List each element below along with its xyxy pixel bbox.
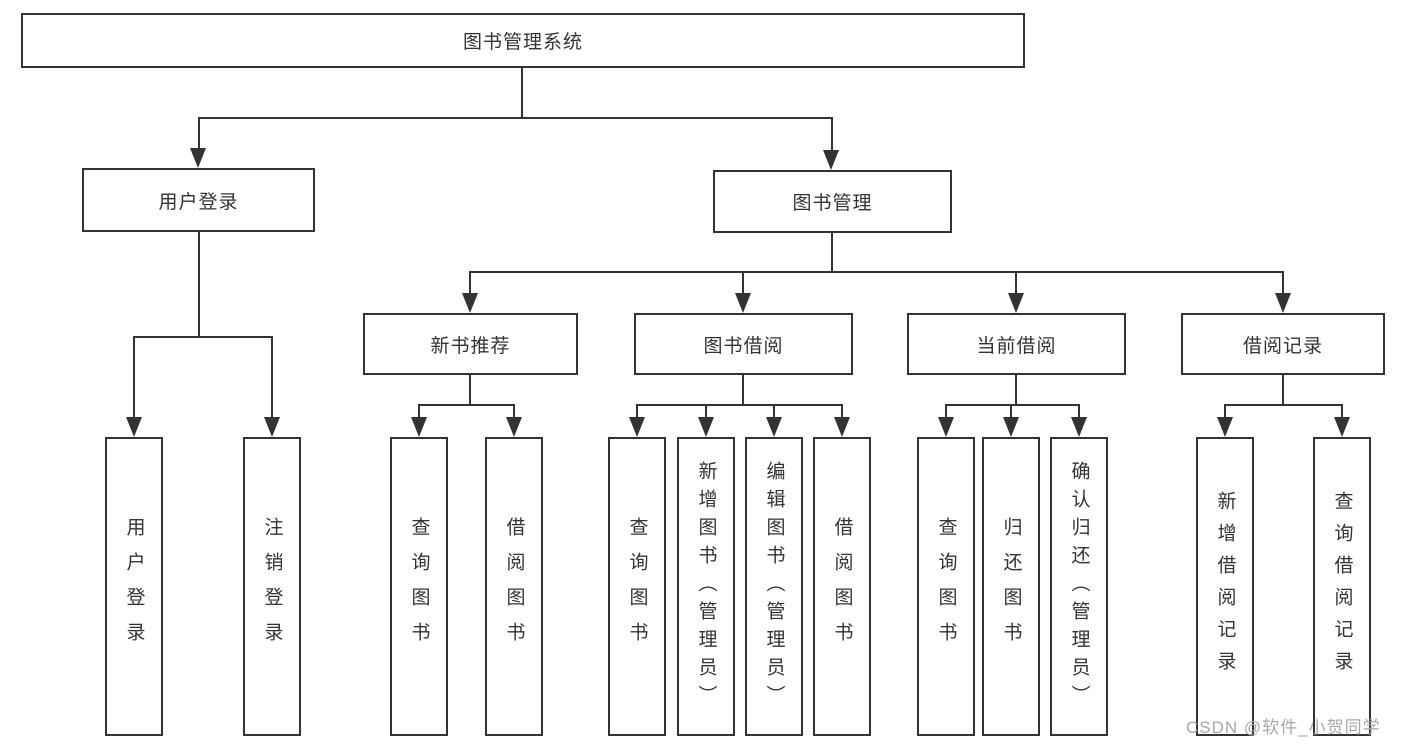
leaf-label: 查询借阅记录 — [1331, 490, 1353, 683]
connector-line — [418, 404, 420, 419]
connector-line — [133, 336, 135, 419]
arrow-down-icon — [1334, 417, 1350, 437]
leaf-add-borrow-record: 新增借阅记录 — [1196, 437, 1254, 736]
leaf-label: 查询图书 — [626, 516, 648, 657]
leaf-label: 查询图书 — [935, 516, 957, 657]
leaf-confirm-return-admin: 确认归还（管理员） — [1050, 437, 1108, 736]
connector-line — [636, 404, 843, 406]
arrow-down-icon — [1071, 417, 1087, 437]
watermark-text: CSDN @软件_小贺同学 — [1186, 718, 1381, 737]
connector-line — [1015, 375, 1017, 406]
connector-line — [945, 404, 947, 419]
connector-line — [1282, 375, 1284, 406]
connector-line — [198, 232, 200, 338]
connector-line — [469, 271, 1284, 273]
arrow-down-icon — [1217, 417, 1233, 437]
arrow-down-icon — [126, 417, 142, 437]
connector-line — [636, 404, 638, 419]
arrow-down-icon — [766, 417, 782, 437]
arrow-down-icon — [462, 293, 478, 313]
leaf-query-books: 查询图书 — [608, 437, 666, 736]
node-borrow-records: 借阅记录 — [1181, 313, 1385, 375]
leaf-borrow-books: 借阅图书 — [813, 437, 871, 736]
connector-line — [1078, 404, 1080, 419]
arrow-down-icon — [698, 417, 714, 437]
connector-line — [198, 117, 200, 150]
node-book-management: 图书管理 — [713, 170, 952, 233]
leaf-label: 用户登录 — [123, 516, 145, 657]
node-label: 图书借阅 — [703, 335, 784, 357]
leaf-label: 新增借阅记录 — [1214, 490, 1236, 683]
connector-line — [773, 404, 775, 419]
node-current-borrow: 当前借阅 — [907, 313, 1126, 375]
arrow-down-icon — [1008, 293, 1024, 313]
connector-line — [831, 233, 833, 273]
connector-line — [1015, 271, 1017, 295]
connector-line — [1341, 404, 1343, 419]
node-label: 用户登录 — [158, 191, 239, 213]
node-label: 借阅记录 — [1242, 335, 1323, 357]
leaf-edit-books-admin: 编辑图书（管理员） — [745, 437, 803, 736]
leaf-label: 借阅图书 — [503, 516, 525, 657]
arrow-down-icon — [1003, 417, 1019, 437]
connector-line — [469, 271, 471, 295]
arrow-down-icon — [823, 150, 839, 170]
connector-line — [1224, 404, 1343, 406]
leaf-query-books: 查询图书 — [390, 437, 448, 736]
arrow-down-icon — [629, 417, 645, 437]
node-label: 图书管理 — [792, 193, 873, 214]
leaf-label: 归还图书 — [1000, 516, 1022, 657]
connector-line — [198, 117, 833, 119]
connector-line — [133, 336, 273, 338]
leaf-label: 注销登录 — [261, 516, 283, 657]
node-label: 当前借阅 — [976, 335, 1057, 357]
node-label: 图书管理系统 — [462, 32, 583, 53]
arrow-down-icon — [1275, 293, 1291, 313]
leaf-query-books: 查询图书 — [917, 437, 975, 736]
node-library-management-system: 图书管理系统 — [21, 13, 1025, 68]
leaf-label: 编辑图书（管理员） — [763, 460, 785, 713]
arrow-down-icon — [411, 417, 427, 437]
connector-line — [271, 336, 273, 419]
leaf-label: 查询图书 — [408, 516, 430, 657]
node-label: 新书推荐 — [430, 335, 511, 357]
connector-line — [742, 375, 744, 406]
connector-line — [521, 68, 523, 118]
connector-line — [1282, 271, 1284, 295]
arrow-down-icon — [938, 417, 954, 437]
leaf-add-books-admin: 新增图书（管理员） — [677, 437, 735, 736]
arrow-down-icon — [264, 417, 280, 437]
arrow-down-icon — [735, 293, 751, 313]
connector-line — [513, 404, 515, 419]
leaf-query-borrow-record: 查询借阅记录 — [1313, 437, 1371, 736]
leaf-label: 新增图书（管理员） — [695, 460, 717, 713]
leaf-return-books: 归还图书 — [982, 437, 1040, 736]
leaf-label: 确认归还（管理员） — [1068, 460, 1090, 713]
node-book-borrow: 图书借阅 — [634, 313, 853, 375]
connector-line — [742, 271, 744, 295]
arrow-down-icon — [506, 417, 522, 437]
connector-line — [841, 404, 843, 419]
leaf-label: 借阅图书 — [831, 516, 853, 657]
arrow-down-icon — [834, 417, 850, 437]
arrow-down-icon — [190, 148, 206, 168]
connector-line — [831, 117, 833, 152]
connector-line — [418, 404, 515, 406]
connector-line — [469, 375, 471, 406]
node-new-book-recommend: 新书推荐 — [363, 313, 578, 375]
connector-line — [945, 404, 1079, 406]
leaf-logout: 注销登录 — [243, 437, 301, 736]
connector-line — [705, 404, 707, 419]
connector-line — [1224, 404, 1226, 419]
node-user-login: 用户登录 — [82, 168, 315, 232]
connector-line — [1010, 404, 1012, 419]
leaf-user-login: 用户登录 — [105, 437, 163, 736]
leaf-borrow-books: 借阅图书 — [485, 437, 543, 736]
